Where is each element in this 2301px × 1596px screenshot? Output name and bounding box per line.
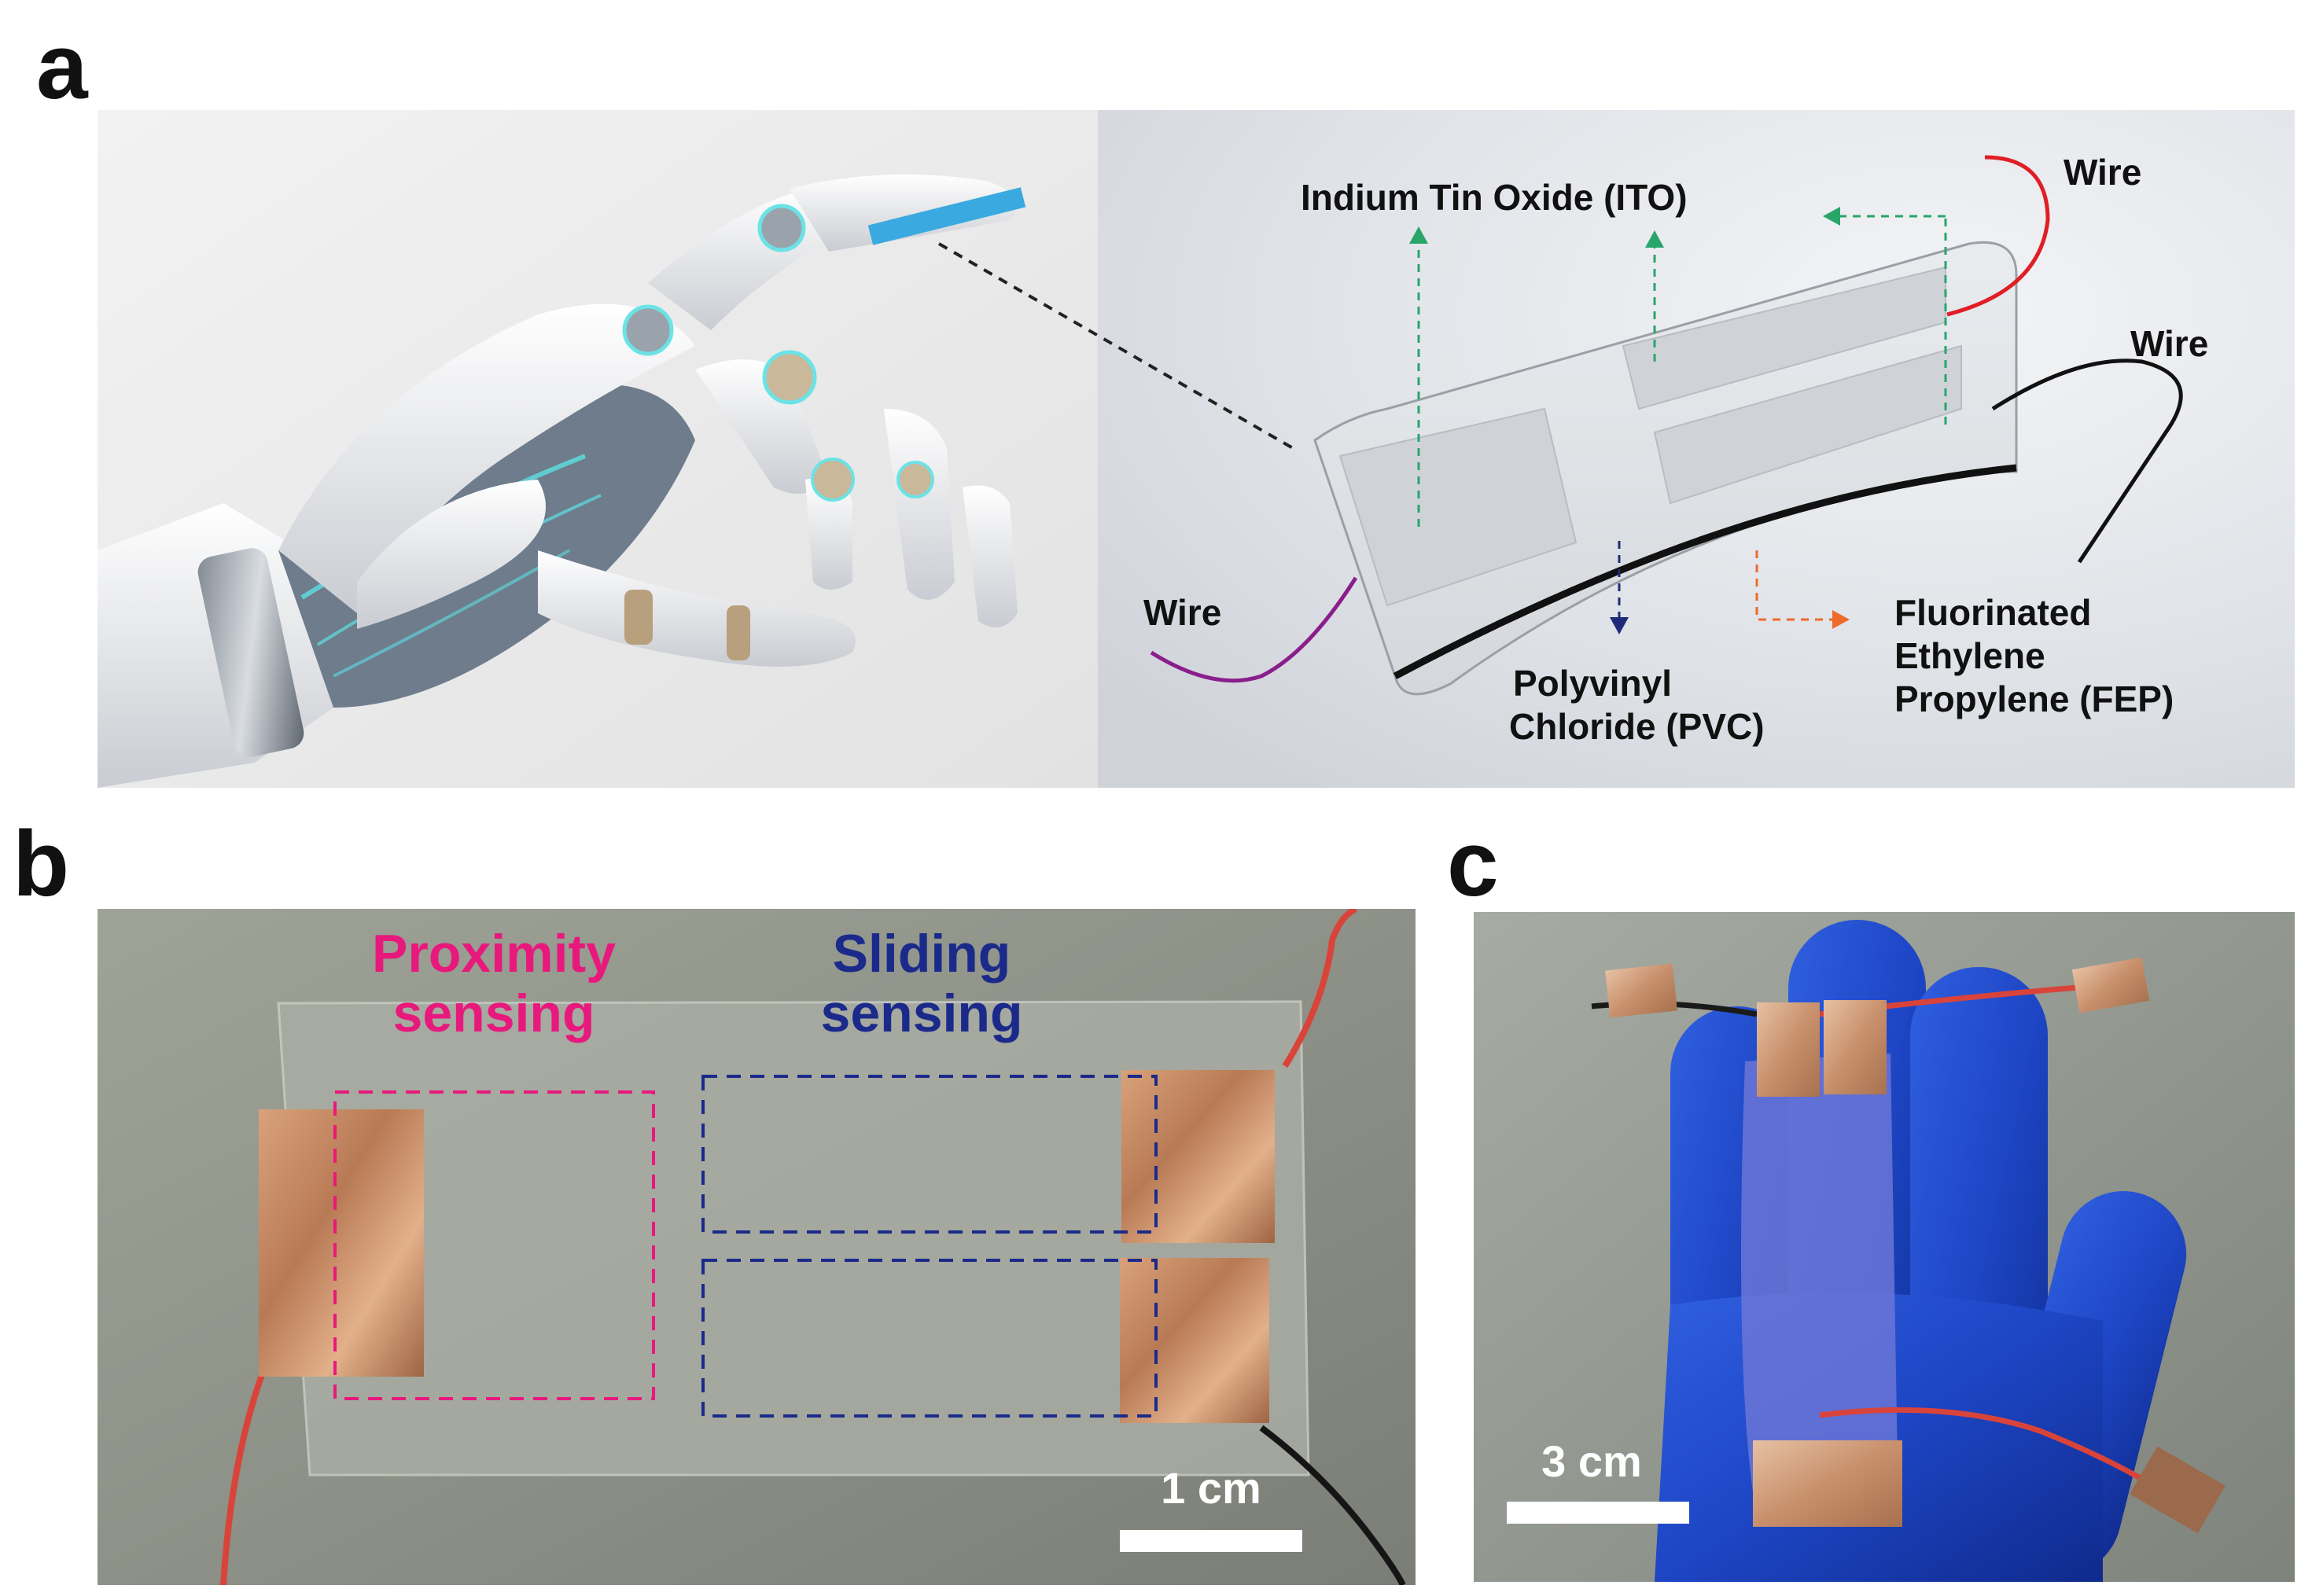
panel-c-photo: 3 cm	[1474, 912, 2295, 1582]
copper-electrode-left	[259, 1109, 424, 1377]
copper-electrode-top-right	[1121, 1070, 1275, 1243]
label-ito: Indium Tin Oxide (ITO)	[1301, 177, 1688, 218]
label-fep-line3: Propylene (FEP)	[1894, 678, 2174, 719]
panel-a-illustration: Indium Tin Oxide (ITO) Wire Wire Wire Po…	[98, 110, 2295, 788]
label-wire-top: Wire	[2064, 152, 2141, 193]
label-fep-line2: Ethylene	[1894, 635, 2045, 676]
label-proximity-line1: Proximity	[372, 924, 616, 984]
sensor-film	[1313, 241, 2018, 696]
panel-letter-c: c	[1447, 812, 1499, 916]
panel-c: 3 cm	[1474, 912, 2295, 1582]
copper-electrode-top-right	[1824, 1000, 1887, 1094]
scale-bar-b	[1120, 1530, 1302, 1552]
scale-bar-c	[1507, 1502, 1689, 1524]
sliding-region-box-bottom	[701, 1259, 1158, 1418]
label-fep-line1: Fluorinated	[1894, 592, 2091, 633]
panel-b-photo: Proximity sensing Sliding sensing 1 cm	[98, 909, 1416, 1585]
wire-right	[1991, 359, 2183, 564]
label-pvc-line2: Chloride (PVC)	[1509, 706, 1765, 747]
copper-electrode-bottom	[1753, 1440, 1902, 1527]
wire-top	[1946, 155, 2050, 317]
ito-sliding-electrode-bottom	[1653, 344, 1962, 505]
copper-electrode-bottom-right	[1120, 1258, 1269, 1423]
red-wire-right	[1282, 909, 1357, 1068]
copper-tab-bottom-right	[2130, 1446, 2226, 1534]
copper-electrode-top-left	[1757, 1002, 1820, 1097]
ito-arrows	[1417, 215, 1947, 527]
wire-red-bottom	[1819, 1407, 2167, 1496]
copper-tab-right	[2071, 957, 2150, 1013]
panel-b: Proximity sensing Sliding sensing 1 cm	[98, 909, 1416, 1585]
scale-label-b: 1 cm	[1161, 1463, 1261, 1513]
fep-bottom-layer	[1393, 464, 2017, 679]
red-wire-left	[220, 1371, 266, 1585]
black-wire	[1259, 1425, 1406, 1585]
panel-letter-b: b	[13, 812, 70, 916]
label-proximity-line2: sensing	[393, 984, 595, 1043]
copper-tab-left	[1605, 963, 1677, 1018]
scale-label-c: 3 cm	[1541, 1436, 1642, 1486]
sliding-region-box-top	[701, 1075, 1158, 1234]
panel-a: Indium Tin Oxide (ITO) Wire Wire Wire Po…	[98, 110, 2295, 788]
label-wire-right: Wire	[2130, 323, 2208, 364]
label-sliding-line1: Sliding	[833, 924, 1011, 984]
robotic-hand-illustration	[98, 175, 1026, 788]
sensor-location-marker	[867, 187, 1026, 245]
label-wire-left: Wire	[1143, 592, 1221, 633]
proximity-region-box	[333, 1090, 655, 1400]
sensor-film-on-glove	[1741, 1054, 1898, 1517]
ito-proximity-electrode	[1338, 407, 1578, 607]
label-pvc-line1: Polyvinyl	[1513, 663, 1672, 704]
panel-letter-a: a	[36, 15, 88, 119]
label-sliding-line2: sensing	[821, 984, 1023, 1043]
wire-left	[1150, 576, 1358, 683]
